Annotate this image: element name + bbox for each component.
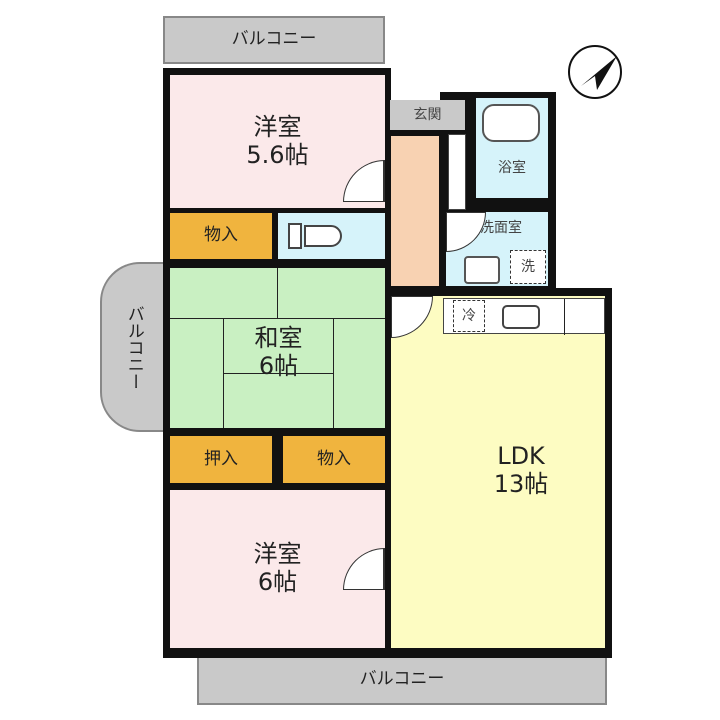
storage-2: 物入: [283, 436, 385, 483]
balcony-bottom: バルコニー: [197, 655, 607, 705]
room-size: 13帖: [493, 470, 549, 498]
room-size: 6帖: [258, 352, 299, 380]
room-name: 洗面室: [480, 220, 522, 236]
fridge-space-icon: 冷: [453, 300, 485, 332]
room-name: 物入: [317, 448, 351, 469]
room-name: 押入: [204, 448, 238, 469]
room-name: 和室: [254, 324, 303, 353]
entrance: 玄関: [390, 100, 465, 130]
toilet: [278, 213, 385, 259]
balcony-left: バルコニー: [100, 262, 166, 432]
room-name: LDK: [497, 442, 545, 471]
toilet-bowl-icon: [304, 225, 342, 247]
fridge-mark: 冷: [462, 307, 476, 324]
room-name: 玄関: [413, 106, 442, 123]
shoe-cabinet: [448, 134, 466, 210]
balcony-left-label: バルコニー: [123, 304, 144, 390]
toilet-tank-icon: [288, 223, 302, 249]
balcony-top-label: バルコニー: [231, 29, 317, 50]
kitchen-sink-icon: [502, 305, 540, 329]
room-size: 6帖: [257, 568, 298, 596]
japanese-room: 和室 6帖: [170, 268, 385, 428]
room-name: 洋室: [253, 540, 302, 569]
bathtub-icon: [482, 104, 540, 142]
hallway: [391, 136, 439, 286]
storage-1: 物入: [170, 213, 272, 259]
balcony-top: バルコニー: [163, 16, 385, 64]
closet: 押入: [170, 436, 272, 483]
room-size: 5.6帖: [246, 140, 309, 169]
bathroom: 浴室: [476, 98, 548, 198]
ldk: 冷 LDK 13帖: [391, 296, 605, 648]
north-arrow-icon: [568, 45, 622, 99]
room-name: 物入: [204, 225, 238, 246]
sink-icon: [464, 256, 500, 284]
washer-space-icon: 洗: [510, 250, 546, 284]
room-name: 洋室: [253, 112, 302, 141]
room-name: 浴室: [498, 159, 526, 176]
balcony-bottom-label: バルコニー: [359, 669, 445, 690]
washer-mark: 洗: [521, 258, 535, 275]
